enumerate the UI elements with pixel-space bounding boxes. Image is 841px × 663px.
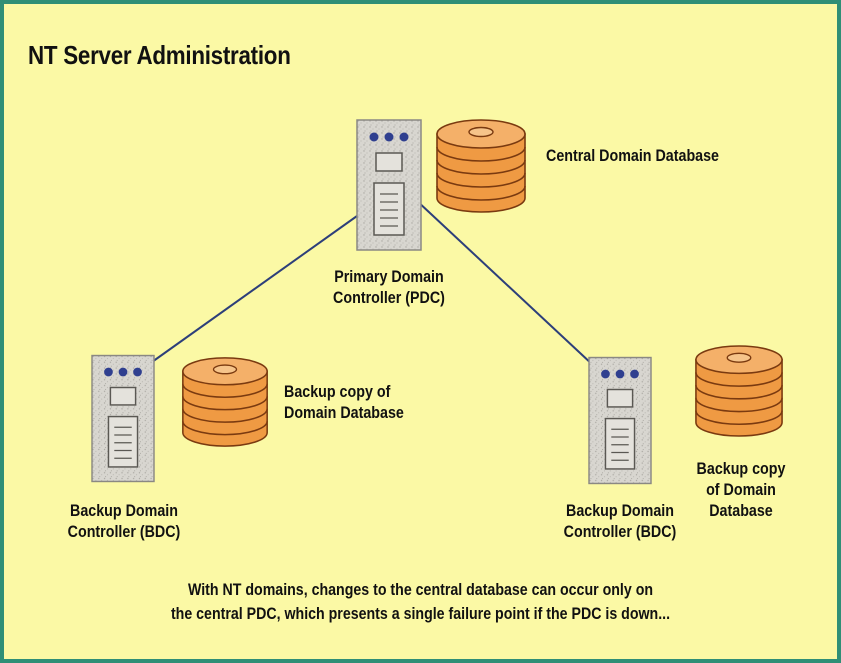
bdc-left-label-line: Backup Domain xyxy=(70,501,178,520)
bdc-left-label-line: Controller (BDC) xyxy=(67,522,181,541)
bdc-right-label: Backup Domain Controller (BDC) xyxy=(561,500,679,542)
bdc-left-database-label: Backup copy of Domain Database xyxy=(284,381,404,423)
caption-line: the central PDC, which presents a single… xyxy=(170,605,671,623)
diagram-title: NT Server Administration xyxy=(28,40,291,70)
connection-line-pdc-right xyxy=(415,199,595,367)
bdc-right-database-label-line: Backup copy xyxy=(696,459,786,478)
bdc-right-database-label: Backup copy of Domain Database xyxy=(696,458,786,521)
bdc-right-database-label-line: of Domain xyxy=(706,480,776,499)
pdc-database-label: Central Domain Database xyxy=(546,145,719,166)
caption-line: With NT domains, changes to the central … xyxy=(187,581,654,599)
bdc-right-label-line: Backup Domain xyxy=(566,501,674,520)
pdc-server-icon xyxy=(356,119,422,251)
pdc-label-line: Controller (PDC) xyxy=(333,288,445,307)
pdc-label: Primary Domain Controller (PDC) xyxy=(333,266,446,308)
bdc-left-database-label-line: Domain Database xyxy=(284,403,404,422)
bdc-left-database-label-line: Backup copy of xyxy=(284,382,391,401)
bdc-left-server-icon xyxy=(91,354,155,483)
pdc-database-label-line: Central Domain Database xyxy=(546,146,720,165)
network-diagram xyxy=(91,119,783,485)
bdc-left-database-icon xyxy=(182,357,268,447)
pdc-database-icon xyxy=(436,119,526,213)
bdc-right-database-icon xyxy=(695,345,783,437)
bdc-right-label-line: Controller (BDC) xyxy=(563,522,677,541)
bdc-right-database-label-line: Database xyxy=(709,501,773,520)
pdc-label-line: Primary Domain xyxy=(334,267,444,286)
connection-line-pdc-left xyxy=(151,215,358,363)
bdc-left-label: Backup Domain Controller (BDC) xyxy=(65,500,183,542)
diagram-caption: With NT domains, changes to the central … xyxy=(4,578,837,626)
bdc-right-server-icon xyxy=(588,356,652,485)
